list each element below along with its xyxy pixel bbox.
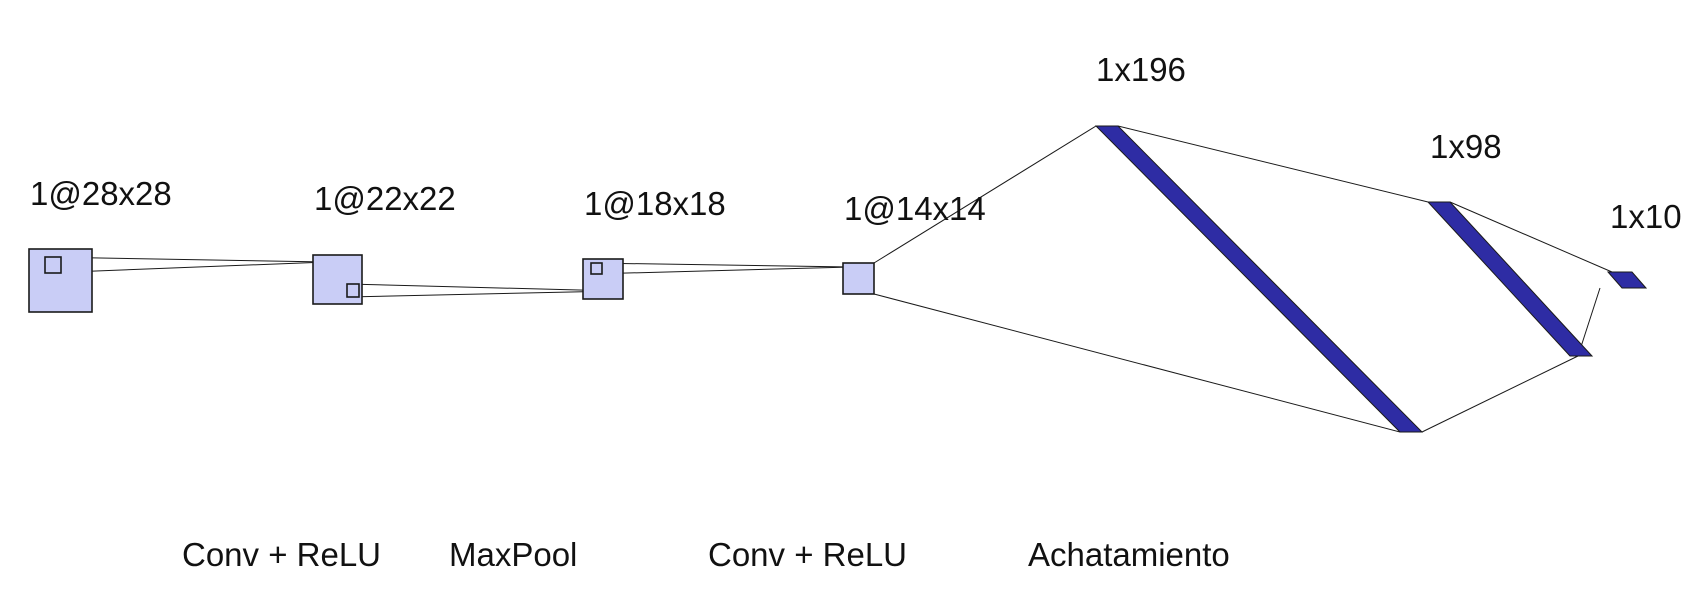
operation-label: Conv + ReLU — [182, 536, 381, 573]
layer-label: 1@22x22 — [314, 180, 456, 217]
connection-line — [590, 266, 853, 275]
operation-label: MaxPool — [449, 536, 577, 573]
layer-label: 1@14x14 — [844, 190, 986, 227]
layer-label: 1x98 — [1430, 128, 1502, 165]
connection-line — [1449, 201, 1613, 273]
connection-line — [590, 262, 853, 268]
connection-line — [1421, 355, 1579, 433]
connection-line — [1117, 125, 1429, 203]
layer-label: 1x196 — [1096, 51, 1186, 88]
connection-line — [873, 125, 1097, 264]
kernel-window — [346, 283, 360, 298]
connection-line — [346, 290, 618, 298]
dense-layers — [1094, 125, 1648, 433]
dense-layer-10 — [1606, 271, 1648, 289]
layer-label: 1@28x28 — [30, 175, 172, 212]
layer-label: 1x10 — [1610, 198, 1682, 235]
feature-map-18x18 — [582, 258, 624, 300]
kernel-window — [44, 256, 62, 274]
dense-layer-196 — [1094, 125, 1424, 433]
connection-line — [873, 293, 1401, 433]
dense-layer-98 — [1426, 201, 1594, 357]
operation-label: Conv + ReLU — [708, 536, 907, 573]
feature-map-14x14 — [842, 262, 875, 295]
connection-line — [346, 283, 618, 292]
kernel-window — [590, 262, 603, 275]
operation-labels: Conv + ReLU MaxPool Conv + ReLU Achatami… — [182, 536, 1230, 573]
feature-map-22x22 — [312, 254, 363, 305]
feature-maps — [28, 248, 875, 313]
layer-labels: 1@28x28 1@22x22 1@18x18 1@14x14 1x196 1x… — [30, 51, 1682, 235]
layer-label: 1@18x18 — [584, 185, 726, 222]
operation-label: Achatamiento — [1028, 536, 1230, 573]
